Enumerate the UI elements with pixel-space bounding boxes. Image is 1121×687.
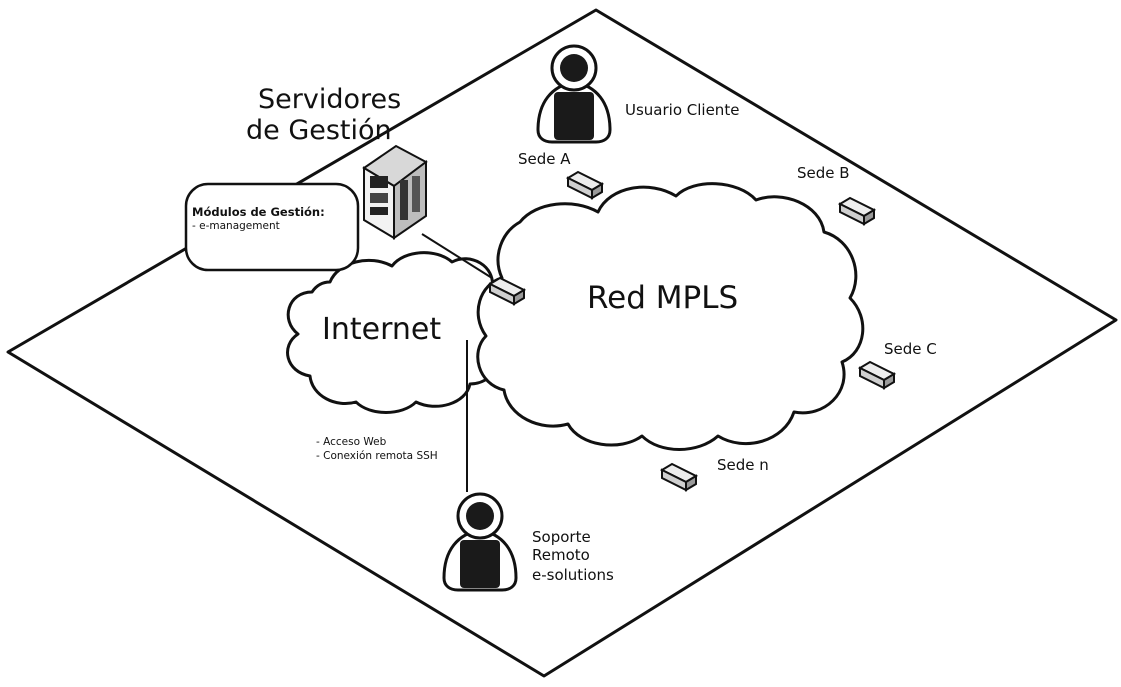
support-line3: e-solutions [532, 566, 614, 584]
servers-title-line2: de Gestión [246, 115, 392, 146]
internet-cloud-icon [286, 251, 509, 414]
modules-box-title: Módulos de Gestión: [192, 205, 325, 219]
support-line1: Soporte [532, 528, 591, 546]
mpls-cloud-icon [476, 182, 865, 451]
internet-cloud-label: Internet [322, 312, 442, 347]
router-icon [659, 462, 699, 492]
user-client-label: Usuario Cliente [625, 101, 740, 119]
site-n-label: Sede n [717, 456, 769, 474]
site-c-label: Sede C [884, 340, 937, 358]
site-a-label: Sede A [518, 150, 571, 168]
mpls-cloud-label: Red MPLS [587, 280, 739, 316]
router-icon [565, 170, 605, 200]
access-line2: - Conexión remota SSH [316, 450, 438, 462]
router-icon [857, 360, 897, 390]
router-icon [487, 276, 527, 306]
modules-box [184, 182, 360, 272]
server-to-router-link [421, 233, 493, 279]
site-b-label: Sede B [797, 164, 850, 182]
user-icon [442, 492, 518, 592]
support-line2: Remoto [532, 546, 590, 564]
user-icon [536, 44, 612, 144]
router-icon [837, 196, 877, 226]
server-icon [362, 144, 428, 240]
access-line1: - Acceso Web [316, 436, 387, 448]
servers-title-line1: Servidores [258, 84, 402, 115]
modules-box-item: - e-management [192, 220, 280, 232]
